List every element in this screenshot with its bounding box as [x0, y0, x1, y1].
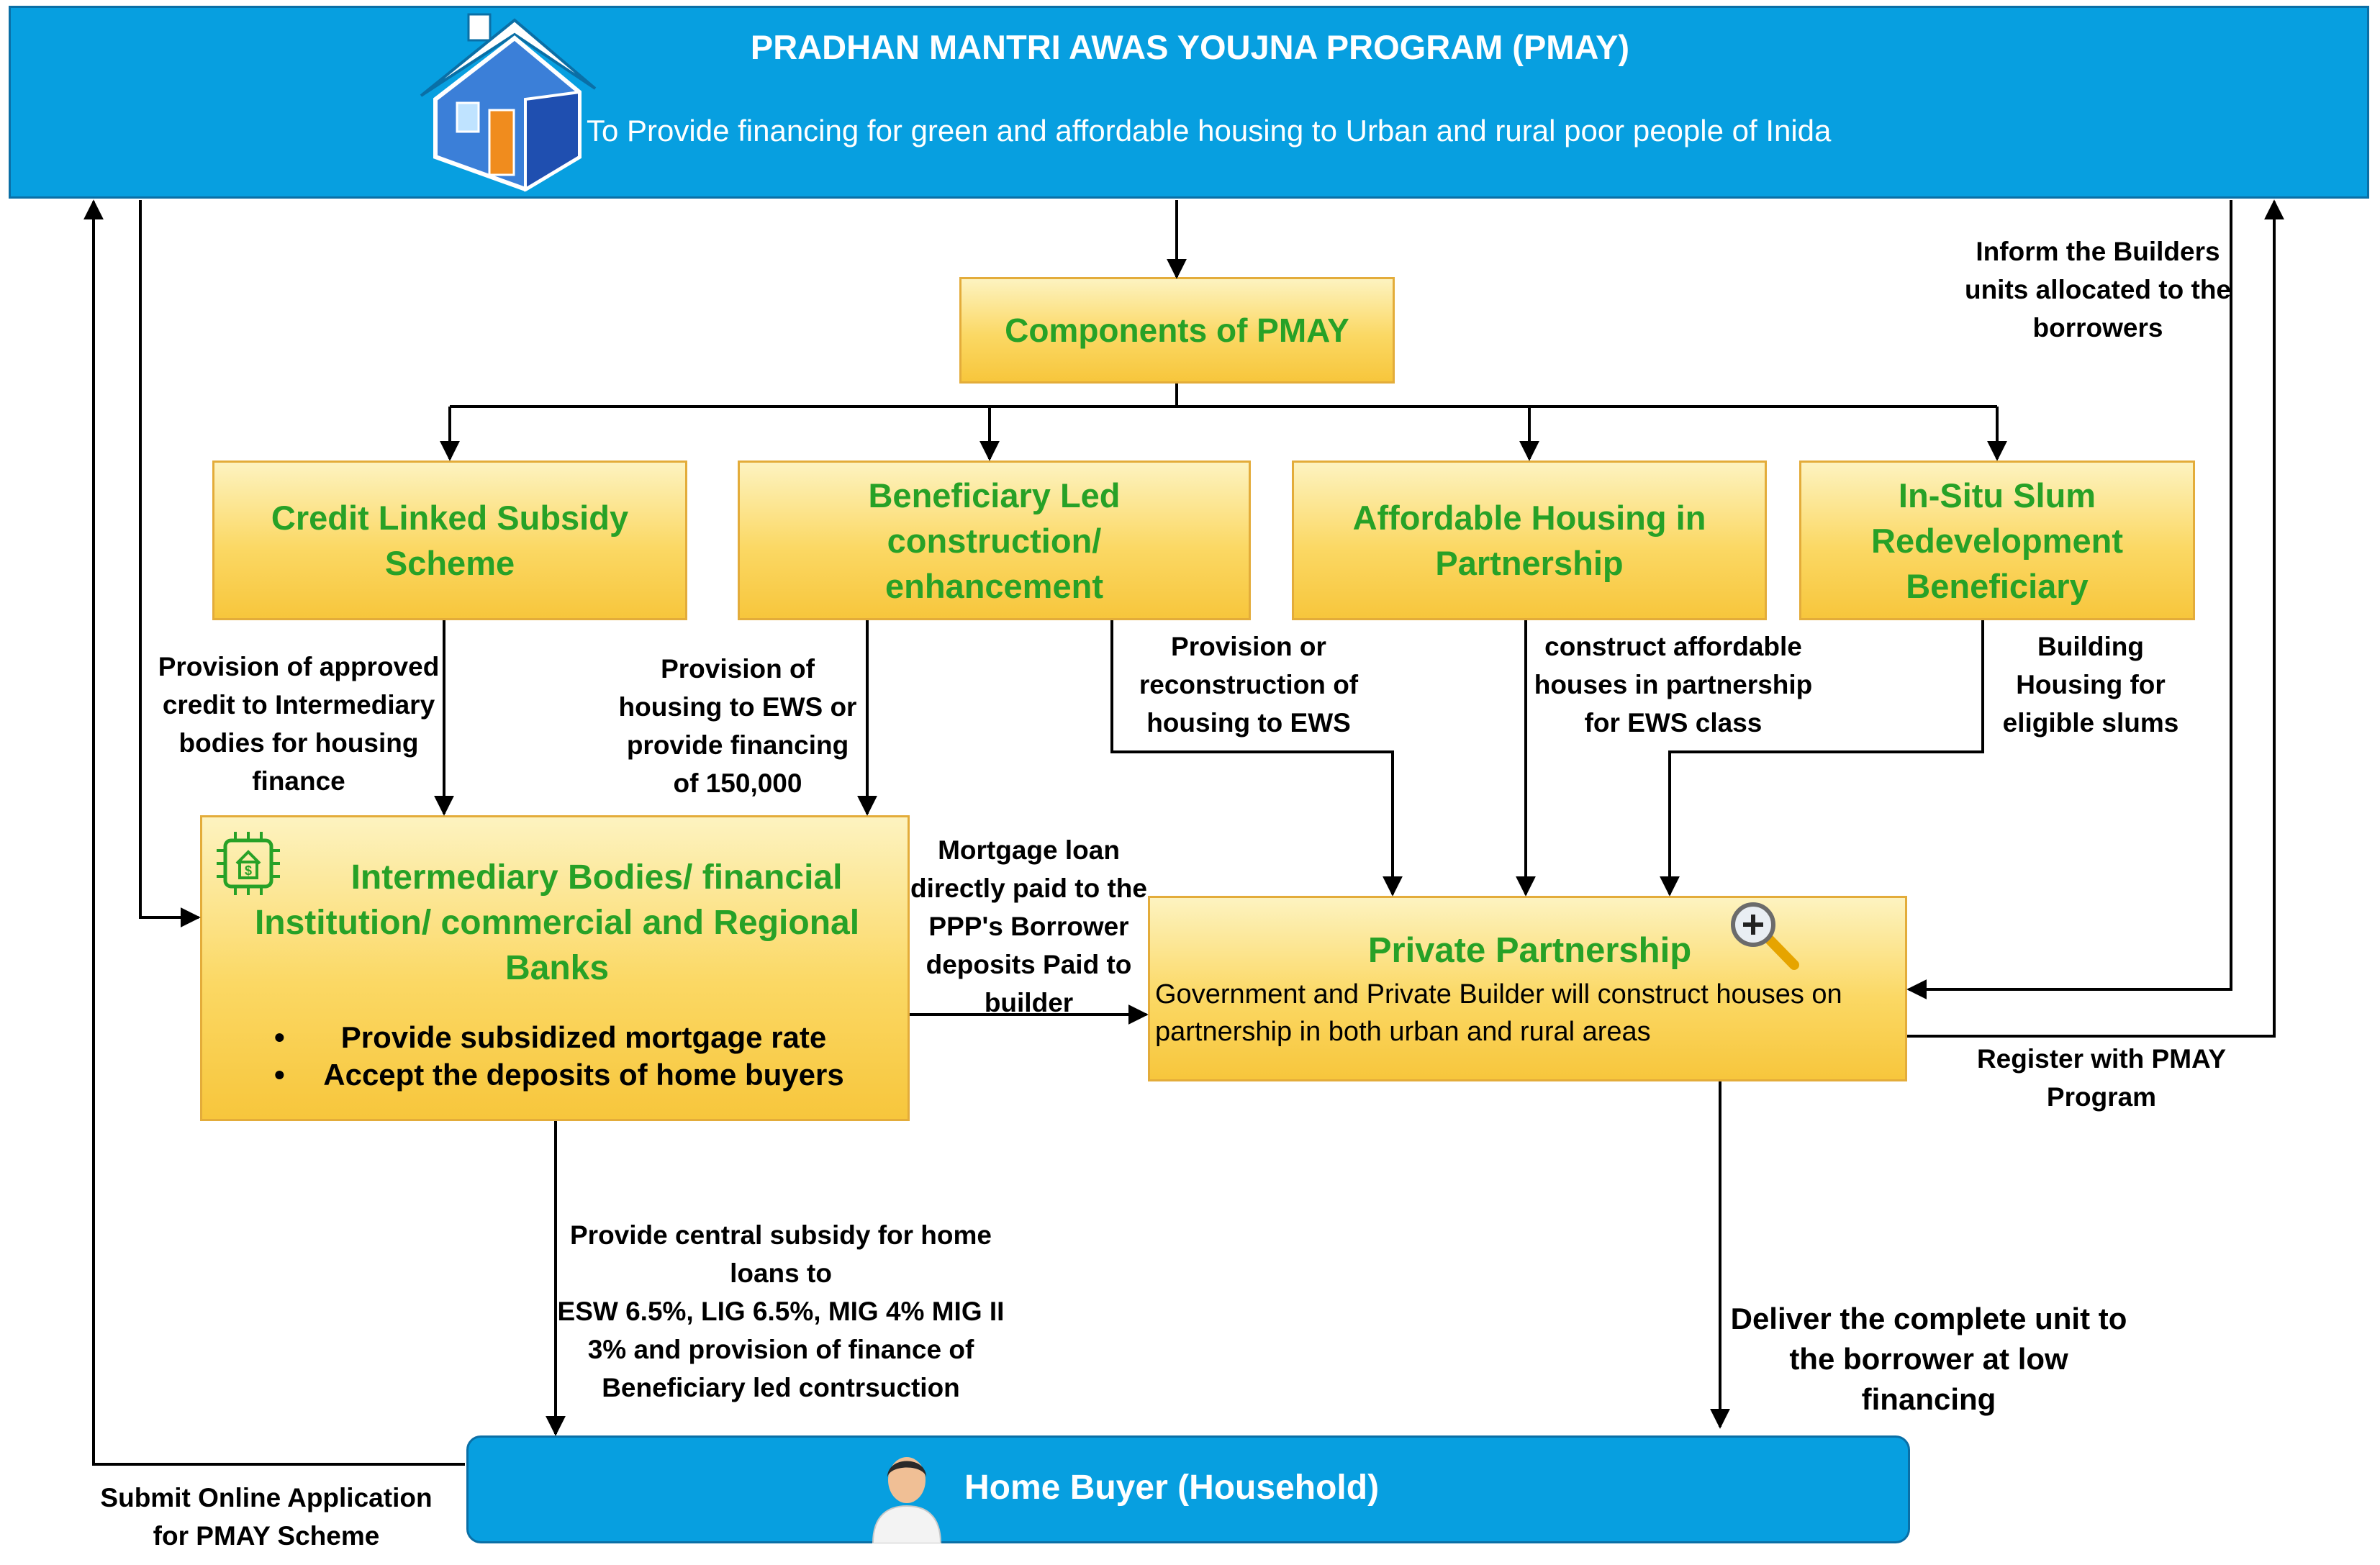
- scheme-label-blc: Beneficiary Led construction/ enhancemen…: [868, 476, 1121, 605]
- intermediary-box: $ Intermediary Bodies/ financial Institu…: [200, 815, 910, 1121]
- home-buyer-box: [466, 1435, 1910, 1543]
- edge-label-register: Register with PMAY Program: [1976, 1044, 2227, 1112]
- intermediary-title: Intermediary Bodies/ financial Instituti…: [254, 858, 860, 987]
- program-title: PRADHAN MANTRI AWAS YOUJNA PROGRAM (PMAY…: [750, 28, 1630, 66]
- scheme-box-clss: Credit Linked Subsidy Scheme: [212, 461, 687, 620]
- scheme-label-insitu: In-Situ Slum Redevelopment Beneficiary: [1871, 476, 2123, 605]
- scheme-label-clss: Credit Linked Subsidy Scheme: [271, 499, 629, 582]
- arrow-private-to-banner: [1907, 199, 2284, 1038]
- svg-text:$: $: [245, 863, 252, 878]
- edge-label-inform: Inform the Builders units allocated to t…: [1964, 237, 2232, 343]
- arrow-insitu-to-private: [1660, 620, 1984, 897]
- edge-label-clss: Provision of approved credit to Intermed…: [158, 652, 440, 796]
- edge-label-blc: Provision of housing to EWS or provide f…: [618, 654, 857, 798]
- finance-chip-icon: $: [217, 832, 280, 895]
- bullet-item: •Accept the deposits of home buyers: [274, 1058, 844, 1092]
- arrow-banner-to-private: [1906, 200, 2232, 999]
- arrow-homebuyer-to-banner: [83, 199, 465, 1466]
- private-partnership-title: Private Partnership: [1367, 931, 1692, 970]
- house-icon: [420, 13, 597, 192]
- arrow-banner-to-intermediary: [139, 200, 201, 927]
- bullet-item: •Provide subsidized mortgage rate: [274, 1020, 827, 1054]
- edge-label-submit: Submit Online Application for PMAY Schem…: [100, 1483, 433, 1551]
- scheme-box-blc: Beneficiary Led construction/ enhancemen…: [738, 461, 1251, 620]
- edge-label-ahp: construct affordable houses in partnersh…: [1534, 632, 1813, 738]
- subsidy-line-1: Provide central subsidy for home loans t…: [570, 1220, 992, 1288]
- program-banner: [9, 6, 2369, 199]
- scheme-label-ahp: Affordable Housing in Partnership: [1352, 499, 1706, 582]
- scheme-box-ahp: Affordable Housing in Partnership: [1292, 461, 1767, 620]
- private-partnership-box: Private Partnership Government and Priva…: [1148, 896, 1907, 1081]
- components-box: Components of PMAY: [959, 277, 1395, 384]
- edge-label-mortgage: Mortgage loan directly paid to the PPP's…: [910, 835, 1147, 1017]
- scheme-box-insitu: In-Situ Slum Redevelopment Beneficiary: [1799, 461, 2195, 620]
- components-title: Components of PMAY: [1005, 312, 1349, 349]
- subsidy-line-2: ESW 6.5%, LIG 6.5%, MIG 4% MIG II 3% and…: [557, 1297, 1005, 1402]
- edge-label-deliver: Deliver the complete unit to the borrowe…: [1730, 1302, 2127, 1416]
- arrow-blc-to-private: [1110, 620, 1403, 897]
- home-buyer-label: Home Buyer (Household): [964, 1469, 1380, 1507]
- edge-label-slum: Building Housing for eligible slums: [2002, 632, 2179, 738]
- private-partnership-desc: Government and Private Builder will cons…: [1155, 979, 1842, 1047]
- person-icon: [872, 1457, 942, 1543]
- program-subtitle: To Provide financing for green and affor…: [587, 114, 1832, 148]
- magnifier-icon: [1731, 902, 1799, 970]
- edge-label-ews: Provision or reconstruction of housing t…: [1139, 632, 1359, 738]
- edge-label-subsidy: Provide central subsidy for home loans t…: [547, 1216, 1015, 1407]
- intermediary-bullets: •Provide subsidized mortgage rate •Accep…: [274, 1019, 850, 1094]
